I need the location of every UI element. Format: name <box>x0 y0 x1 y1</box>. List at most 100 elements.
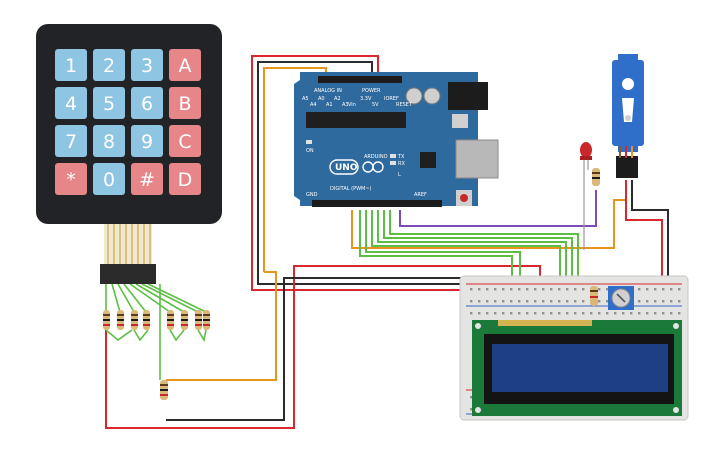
keypad-key-label: 1 <box>65 55 77 77</box>
keypad-key-C[interactable]: C <box>169 125 201 157</box>
label-a3: A3 <box>342 102 349 108</box>
wire-servo-red[interactable] <box>625 180 663 312</box>
breadboard-hole <box>478 300 481 303</box>
brand-text: ARDUINO <box>364 154 388 160</box>
breadboard-hole <box>470 312 473 315</box>
keypad-key-label: 0 <box>103 169 115 191</box>
crystal <box>452 114 468 128</box>
breadboard-hole <box>534 300 537 303</box>
breadboard-hole <box>614 312 617 315</box>
keypad-key-label: 4 <box>65 93 77 115</box>
keypad-key-0[interactable]: 0 <box>93 163 125 195</box>
wire-orange-bottom[interactable] <box>166 271 277 381</box>
label-a4: A4 <box>310 102 317 108</box>
keypad-resistor[interactable] <box>195 310 202 330</box>
breadboard-hole <box>494 300 497 303</box>
servo-motor[interactable] <box>612 54 644 178</box>
keypad-key-2[interactable]: 2 <box>93 49 125 81</box>
breadboard-hole <box>654 300 657 303</box>
arduino-uno[interactable]: UNO ARDUINO ANALOG IN POWER DIGITAL (PWM… <box>294 72 499 207</box>
servo-horn[interactable] <box>622 98 634 122</box>
keypad-key-label: # <box>139 169 155 191</box>
breadboard-hole <box>598 300 601 303</box>
led-resistor[interactable] <box>592 168 600 186</box>
keypad-key-4[interactable]: 4 <box>55 87 87 119</box>
keypad-resistor[interactable] <box>143 310 150 330</box>
breadboard-hole <box>678 300 681 303</box>
breadboard-hole <box>678 288 681 291</box>
breadboard-hole <box>574 300 577 303</box>
breadboard-hole <box>670 300 673 303</box>
breadboard-hole <box>654 288 657 291</box>
breadboard-hole <box>534 312 537 315</box>
keypad-key-label: C <box>178 131 191 153</box>
label-a0: A0 <box>318 96 325 102</box>
keypad-resistor[interactable] <box>181 310 188 330</box>
logo-uno-text: UNO <box>335 163 358 173</box>
wire-servo-black[interactable] <box>631 180 669 312</box>
wire-green-keypad[interactable] <box>105 283 207 380</box>
wire-red-bottom[interactable] <box>105 265 541 429</box>
label-power: POWER <box>362 88 381 94</box>
breadboard-hole <box>550 288 553 291</box>
servo-horn-hub <box>622 78 634 90</box>
keypad-key-6[interactable]: 6 <box>131 87 163 119</box>
keypad-key-7[interactable]: 7 <box>55 125 87 157</box>
keypad-resistor[interactable] <box>203 310 210 330</box>
label-gnd: GND <box>306 192 318 198</box>
breadboard-hole <box>670 312 673 315</box>
keypad-key-B[interactable]: B <box>169 87 201 119</box>
wire-black-bottom[interactable] <box>166 277 501 421</box>
lcd-pin-header <box>498 320 592 326</box>
potentiometer[interactable] <box>608 286 634 310</box>
keypad-key-label: 3 <box>141 55 153 77</box>
label-a2: A2 <box>334 96 341 102</box>
breadboard-hole <box>566 300 569 303</box>
breadboard-hole <box>646 312 649 315</box>
resistor-bottom[interactable] <box>160 380 168 400</box>
lcd-contrast-resistor[interactable] <box>590 286 598 306</box>
keypad-key-8[interactable]: 8 <box>93 125 125 157</box>
label-3v3: 3.3V <box>360 96 372 102</box>
label-a1: A1 <box>326 102 333 108</box>
wire-purple-led[interactable] <box>399 190 597 227</box>
label-5v: 5V <box>372 102 379 108</box>
led-tx-indicator <box>390 154 396 158</box>
keypad-key-9[interactable]: 9 <box>131 125 163 157</box>
keypad-key-D[interactable]: D <box>169 163 201 195</box>
keypad-key-label: A <box>179 55 192 77</box>
breadboard-hole <box>470 396 473 399</box>
capacitor-1 <box>405 87 423 105</box>
keypad-key-star[interactable]: * <box>55 163 87 195</box>
breadboard-hole <box>526 312 529 315</box>
breadboard-hole <box>662 312 665 315</box>
label-digital: DIGITAL (PWM~) <box>330 186 372 192</box>
servo-tab-top <box>618 54 638 62</box>
keypad-key-label: D <box>178 169 193 191</box>
breadboard-hole <box>598 288 601 291</box>
reset-button-cap[interactable] <box>460 194 468 202</box>
keypad-resistor[interactable] <box>117 310 124 330</box>
label-tx: TX <box>397 154 405 160</box>
label-analog-in: ANALOG IN <box>314 88 342 94</box>
breadboard-hole <box>582 312 585 315</box>
keypad-key-A[interactable]: A <box>169 49 201 81</box>
lcd-16x2[interactable] <box>472 320 682 416</box>
keypad-resistor[interactable] <box>131 310 138 330</box>
keypad-key-1[interactable]: 1 <box>55 49 87 81</box>
breadboard-hole <box>494 288 497 291</box>
ribbon-lines <box>107 224 151 264</box>
keypad-key-3[interactable]: 3 <box>131 49 163 81</box>
red-led[interactable] <box>580 142 592 250</box>
breadboard-hole <box>470 288 473 291</box>
keypad-key-label: 9 <box>141 131 153 153</box>
keypad-key-5[interactable]: 5 <box>93 87 125 119</box>
breadboard-hole <box>598 312 601 315</box>
keypad-resistor[interactable] <box>167 310 174 330</box>
keypad-key-hash[interactable]: # <box>131 163 163 195</box>
keypad-resistor[interactable] <box>103 310 110 330</box>
breadboard-hole <box>526 288 529 291</box>
keypad-ribbon <box>104 224 152 264</box>
